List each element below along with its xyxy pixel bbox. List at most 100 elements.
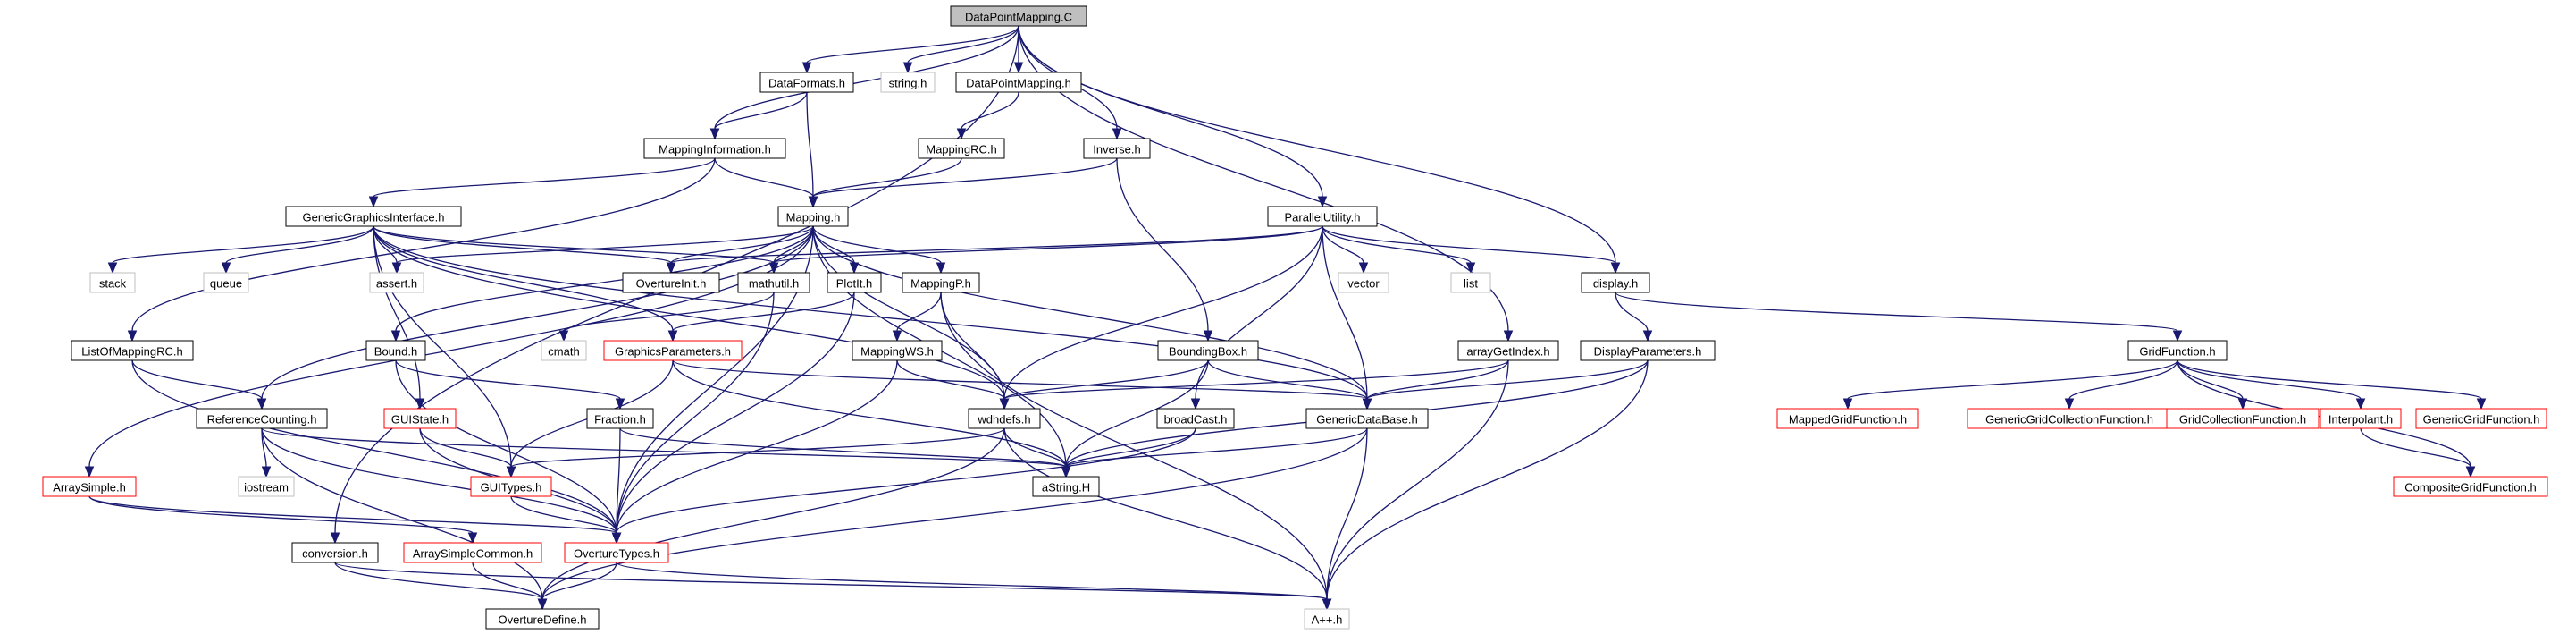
edge-line (261, 427, 1067, 468)
edge-line (131, 157, 716, 332)
node-mapping-h[interactable]: Mapping.h (777, 206, 849, 227)
node-compositegridfunction-h[interactable]: CompositeGridFunction.h (2393, 476, 2548, 497)
edge-arrowhead (1112, 128, 1122, 140)
node-datapointmapping-h[interactable]: DataPointMapping.h (955, 72, 1082, 93)
node-arraysimplecommon-h[interactable]: ArraySimpleCommon.h (403, 542, 542, 563)
node-listofmappingrc-h[interactable]: ListOfMappingRC.h (71, 340, 194, 361)
node-box (852, 340, 943, 361)
node-mappingp-h[interactable]: MappingP.h (902, 272, 980, 293)
node-box (1457, 340, 1559, 361)
edge-arrowhead (390, 330, 401, 342)
edge-line (2360, 427, 2471, 468)
node-box (586, 408, 654, 429)
node-genericdatabase-h[interactable]: GenericDataBase.h (1305, 408, 1429, 429)
edge-line (896, 359, 1005, 400)
edge-line (806, 91, 814, 198)
node-label: MappingWS.h (860, 345, 934, 359)
node-display-h[interactable]: display.h (1581, 272, 1650, 293)
include-edge (768, 225, 1323, 275)
node-box (383, 408, 457, 429)
edge-line (1366, 359, 1649, 400)
node-box (2415, 408, 2547, 429)
node-astring-h[interactable]: aString.H (1032, 476, 1100, 497)
include-edge (2177, 359, 2366, 410)
include-edge (537, 562, 617, 611)
node-fraction-h[interactable]: Fraction.h (586, 408, 654, 429)
node-gridfunction-h[interactable]: GridFunction.h (2127, 340, 2228, 361)
include-edge (1116, 157, 1213, 342)
node-bound-h[interactable]: Bound.h (365, 340, 426, 361)
node-arraygetindex-h[interactable]: arrayGetIndex.h (1457, 340, 1559, 361)
node-plotit-h[interactable]: PlotIt.h (827, 272, 882, 293)
edge-arrowhead (1322, 598, 1332, 611)
edge-line (419, 427, 512, 468)
node-mappedgridfunction-h[interactable]: MappedGridFunction.h (1776, 408, 1919, 429)
edge-line (88, 495, 617, 534)
edge-line (1322, 225, 1472, 264)
edge-line (670, 225, 814, 264)
node-referencecounting-h[interactable]: ReferenceCounting.h (196, 408, 328, 429)
node-box (1304, 608, 1350, 630)
edge-line (1018, 25, 1616, 264)
include-edge (611, 427, 1196, 545)
include-edge (107, 225, 374, 275)
edge-arrowhead (2064, 398, 2075, 410)
node-arraysimple-h[interactable]: ArraySimple.h (42, 476, 137, 497)
edge-arrowhead (808, 196, 818, 208)
node-parallelutility-h[interactable]: ParallelUtility.h (1267, 206, 1378, 227)
node-overtureinit-h[interactable]: OvertureInit.h (622, 272, 720, 293)
include-edge (1018, 25, 1328, 208)
edge-line (396, 225, 814, 264)
edge-arrowhead (849, 262, 860, 275)
node-guistate-h[interactable]: GUIState.h (383, 408, 457, 429)
node-datapointmapping-c[interactable]: DataPointMapping.C (950, 5, 1087, 27)
node-label: DataPointMapping.h (966, 77, 1071, 90)
node-inverse-h[interactable]: Inverse.h (1083, 138, 1151, 159)
include-edge (256, 225, 814, 410)
edge-line (812, 157, 962, 198)
edge-line (88, 225, 814, 468)
node-genericgridfunction-h[interactable]: GenericGridFunction.h (2415, 408, 2547, 429)
edge-line (1366, 359, 1509, 400)
node-genericgridcollectionfunction-h[interactable]: GenericGridCollectionFunction.h (1967, 408, 2172, 429)
node-label: ListOfMappingRC.h (81, 345, 182, 359)
node-graphicsparameters-h[interactable]: GraphicsParameters.h (603, 340, 743, 361)
node-box (470, 476, 552, 497)
edge-line (2177, 359, 2244, 400)
node-dataformats-h[interactable]: DataFormats.h (759, 72, 854, 93)
edge-line (1003, 225, 1323, 400)
node-box (955, 72, 1082, 93)
node-box (1305, 408, 1429, 429)
edge-line (225, 225, 374, 264)
node-mappinginformation-h[interactable]: MappingInformation.h (643, 138, 786, 159)
node-box (369, 272, 424, 293)
node-displayparameters-h[interactable]: DisplayParameters.h (1580, 340, 1716, 361)
node-list: list (1450, 272, 1491, 293)
node-conversion-h[interactable]: conversion.h (291, 542, 379, 563)
node-wdhdefs-h[interactable]: wdhdefs.h (968, 408, 1041, 429)
node-gridcollectionfunction-h[interactable]: GridCollectionFunction.h (2166, 408, 2320, 429)
node-interpolant-h[interactable]: Interpolant.h (2320, 408, 2402, 429)
edge-arrowhead (107, 262, 118, 275)
include-edge (506, 427, 1005, 478)
include-edge (1003, 427, 1332, 611)
node-mathutil-h[interactable]: mathutil.h (737, 272, 810, 293)
node-mappingws-h[interactable]: MappingWS.h (852, 340, 943, 361)
edge-line (2068, 359, 2178, 400)
include-edge (666, 225, 1323, 275)
node-overturedefine-h[interactable]: OvertureDefine.h (485, 608, 600, 630)
node-boundingbox-h[interactable]: BoundingBox.h (1157, 340, 1259, 361)
node-guitypes-h[interactable]: GUITypes.h (470, 476, 552, 497)
node-label: aString.H (1042, 481, 1090, 495)
edge-arrowhead (2465, 466, 2476, 478)
node-box (1450, 272, 1491, 293)
node-overturetypes-h[interactable]: OvertureTypes.h (564, 542, 669, 563)
edge-line (670, 225, 1323, 264)
edge-line (1018, 25, 1509, 332)
node-broadcast-h[interactable]: broadCast.h (1156, 408, 1235, 429)
node-mappingrc-h[interactable]: MappingRC.h (918, 138, 1005, 159)
include-edge (1322, 225, 1621, 275)
edge-line (373, 225, 672, 264)
node-genericgraphicsinterface-h[interactable]: GenericGraphicsInterface.h (285, 206, 462, 227)
node-label: GridFunction.h (2139, 345, 2215, 359)
